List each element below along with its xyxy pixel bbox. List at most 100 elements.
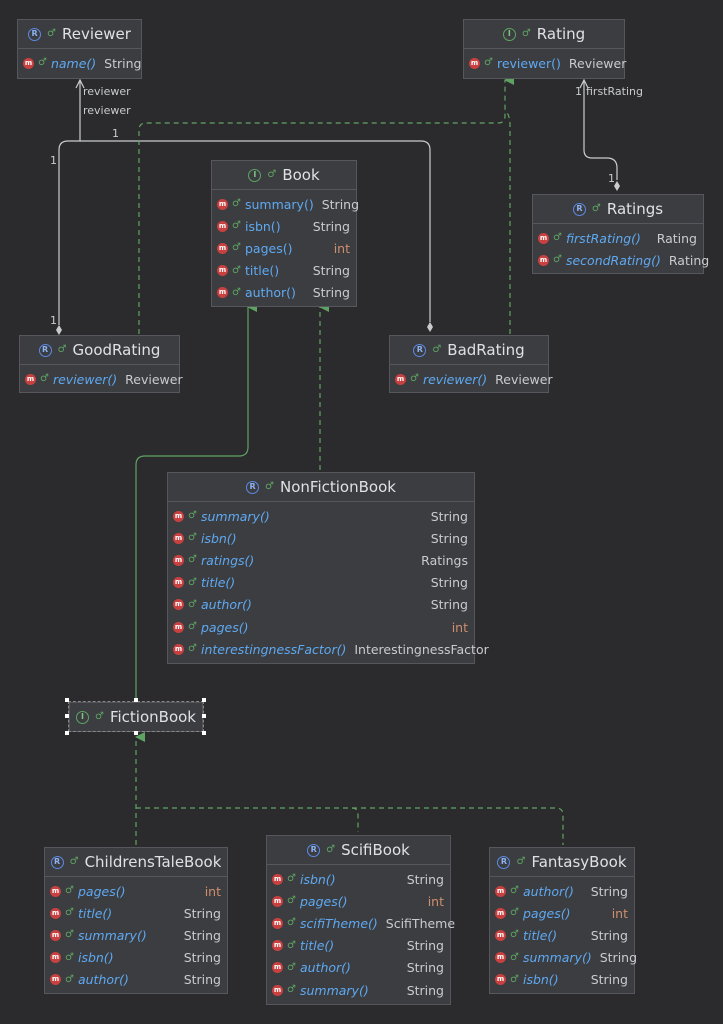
method-list: m♂name()String <box>18 49 141 77</box>
public-visibility-icon: ♂ <box>553 232 562 244</box>
method-name: secondRating() <box>565 252 661 268</box>
method-row[interactable]: m♂isbn()String <box>212 215 356 237</box>
method-row[interactable]: m♂author()String <box>168 594 474 616</box>
return-type: String <box>430 597 468 613</box>
method-icon: m <box>50 952 61 964</box>
method-row[interactable]: m♂pages()int <box>267 890 450 912</box>
return-type: int <box>451 619 468 635</box>
method-row[interactable]: m♂isbn()String <box>490 969 634 991</box>
assoc-ratings-rating <box>583 80 618 180</box>
method-icon: m <box>50 929 61 941</box>
method-icon: m <box>50 974 61 986</box>
method-row[interactable]: m♂isbn()String <box>168 527 474 549</box>
method-row[interactable]: m♂summary()String <box>45 924 227 946</box>
method-name: title() <box>244 263 280 279</box>
method-row[interactable]: m♂summary()String <box>490 947 637 969</box>
method-row[interactable]: m♂author()String <box>490 880 634 902</box>
mult-ratings: 1 <box>608 172 615 185</box>
public-visibility-icon: ♂ <box>40 373 49 385</box>
public-visibility-icon: ♂ <box>326 844 336 855</box>
public-visibility-icon: ♂ <box>484 57 493 69</box>
method-icon: m <box>495 929 506 941</box>
selection-handle[interactable] <box>65 714 69 718</box>
method-row[interactable]: m♂author()String <box>267 957 450 979</box>
method-row[interactable]: m♂author()String <box>212 282 356 304</box>
method-name: title() <box>77 905 113 921</box>
method-row[interactable]: m♂reviewer()Reviewer <box>464 52 626 74</box>
return-type: String <box>183 905 221 921</box>
return-type: int <box>333 240 350 256</box>
public-visibility-icon: ♂ <box>232 264 241 276</box>
method-row[interactable]: m♂pages()int <box>168 616 474 638</box>
mult-good-bottom: 1 <box>50 314 57 327</box>
method-row[interactable]: m♂interestingnessFactor()Interestingness… <box>168 638 489 660</box>
return-type: String <box>321 196 360 212</box>
class-name: Reviewer <box>62 25 131 43</box>
public-visibility-icon: ♂ <box>521 28 531 39</box>
mult-rating: 1 <box>575 85 582 98</box>
method-name: isbn() <box>200 530 237 546</box>
method-name: author() <box>299 960 351 976</box>
method-icon: m <box>173 532 184 544</box>
return-type: Reviewer <box>495 371 553 387</box>
method-row[interactable]: m♂summary()String <box>267 979 450 1001</box>
method-row[interactable]: m♂pages()int <box>212 237 356 259</box>
method-row[interactable]: m♂reviewer()Reviewer <box>20 368 183 390</box>
selection-handle[interactable] <box>134 731 138 735</box>
method-name: name() <box>50 55 97 71</box>
selection-handle[interactable] <box>202 698 206 702</box>
method-icon: m <box>217 265 228 277</box>
class-fiction-book[interactable]: I♂FictionBook <box>68 701 204 732</box>
method-row[interactable]: m♂summary()String <box>168 505 474 527</box>
method-row[interactable]: m♂isbn()String <box>45 947 227 969</box>
method-row[interactable]: m♂scifiTheme()ScifiTheme <box>267 912 455 934</box>
method-icon: m <box>173 554 184 566</box>
selection-handle[interactable] <box>65 731 69 735</box>
return-type: Rating <box>668 252 710 268</box>
method-row[interactable]: m♂firstRating()Rating <box>533 227 703 249</box>
method-row[interactable]: m♂title()String <box>267 935 450 957</box>
method-row[interactable]: m♂reviewer()Reviewer <box>390 368 553 390</box>
method-row[interactable]: m♂pages()int <box>490 902 634 924</box>
method-row[interactable]: m♂name()String <box>18 52 141 74</box>
method-row[interactable]: m♂pages()int <box>45 880 227 902</box>
selection-handle[interactable] <box>134 698 138 702</box>
method-row[interactable]: m♂title()String <box>168 572 474 594</box>
class-header: R♂Ratings <box>533 195 703 224</box>
method-row[interactable]: m♂title()String <box>45 902 227 924</box>
method-row[interactable]: m♂author()String <box>45 969 227 991</box>
selection-handle[interactable] <box>202 714 206 718</box>
public-visibility-icon: ♂ <box>287 895 296 907</box>
method-row[interactable]: m♂secondRating()Rating <box>533 249 709 271</box>
return-type: String <box>312 263 350 279</box>
selection-handle[interactable] <box>202 731 206 735</box>
method-name: pages() <box>299 893 348 909</box>
method-name: author() <box>200 597 252 613</box>
interface-icon: I <box>76 710 89 724</box>
ext-fiction-book <box>135 302 257 700</box>
return-type: String <box>312 285 350 301</box>
method-row[interactable]: m♂title()String <box>490 924 634 946</box>
method-name: summary() <box>200 508 270 524</box>
return-type: String <box>590 883 628 899</box>
method-row[interactable]: m♂isbn()String <box>267 868 450 890</box>
method-row[interactable]: m ♂title() String <box>212 260 356 282</box>
class-name: Book <box>282 166 320 184</box>
method-row[interactable]: m♂summary()String <box>212 193 360 215</box>
public-visibility-icon: ♂ <box>188 554 197 566</box>
method-row[interactable]: m♂ratings()Ratings <box>168 549 474 571</box>
public-visibility-icon: ♂ <box>95 711 104 722</box>
selection-handle[interactable] <box>65 698 69 702</box>
